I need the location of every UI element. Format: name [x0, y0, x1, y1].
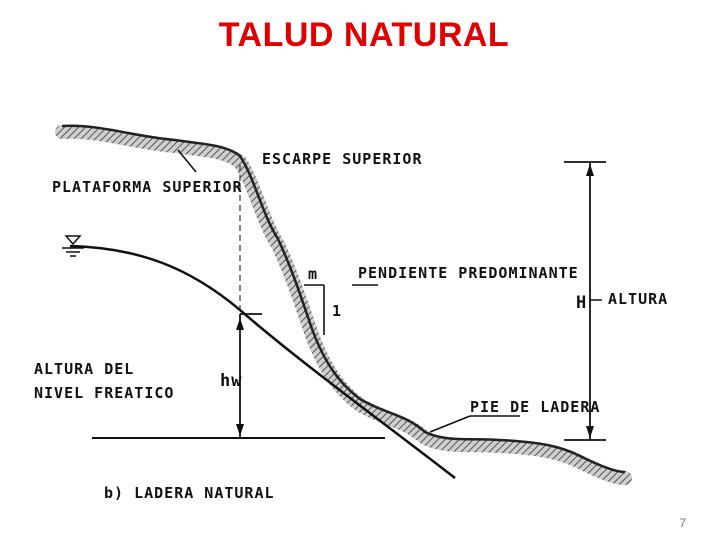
ground-profile-band — [55, 124, 632, 485]
label-escarpe-superior: ESCARPE SUPERIOR — [262, 150, 423, 168]
diagram-caption: b) LADERA NATURAL — [104, 484, 275, 502]
label-plataforma-superior: PLATAFORMA SUPERIOR — [52, 178, 243, 196]
label-slope-m: m — [308, 265, 318, 283]
label-height-symbol: H — [576, 293, 587, 313]
ground-profile-line — [61, 124, 626, 474]
label-pie-de-ladera: PIE DE LADERA — [470, 398, 600, 416]
label-pendiente-predominante: PENDIENTE PREDOMINANTE — [358, 264, 579, 282]
label-slope-1: 1 — [332, 302, 342, 320]
label-altura: ALTURA — [608, 290, 668, 308]
hw-dimension — [236, 313, 262, 438]
plataforma-leader — [177, 149, 197, 173]
label-altura-nivel-1: ALTURA DEL — [34, 360, 134, 378]
slope-triangle — [304, 284, 378, 335]
label-hw: hw — [220, 371, 242, 391]
height-dimension — [564, 161, 606, 441]
water-table-symbol — [62, 235, 84, 257]
page-number: 7 — [679, 516, 686, 530]
slide-title: TALUD NATURAL — [218, 16, 510, 54]
pie-leader — [429, 415, 471, 433]
label-altura-nivel-2: NIVEL FREATICO — [34, 384, 174, 402]
